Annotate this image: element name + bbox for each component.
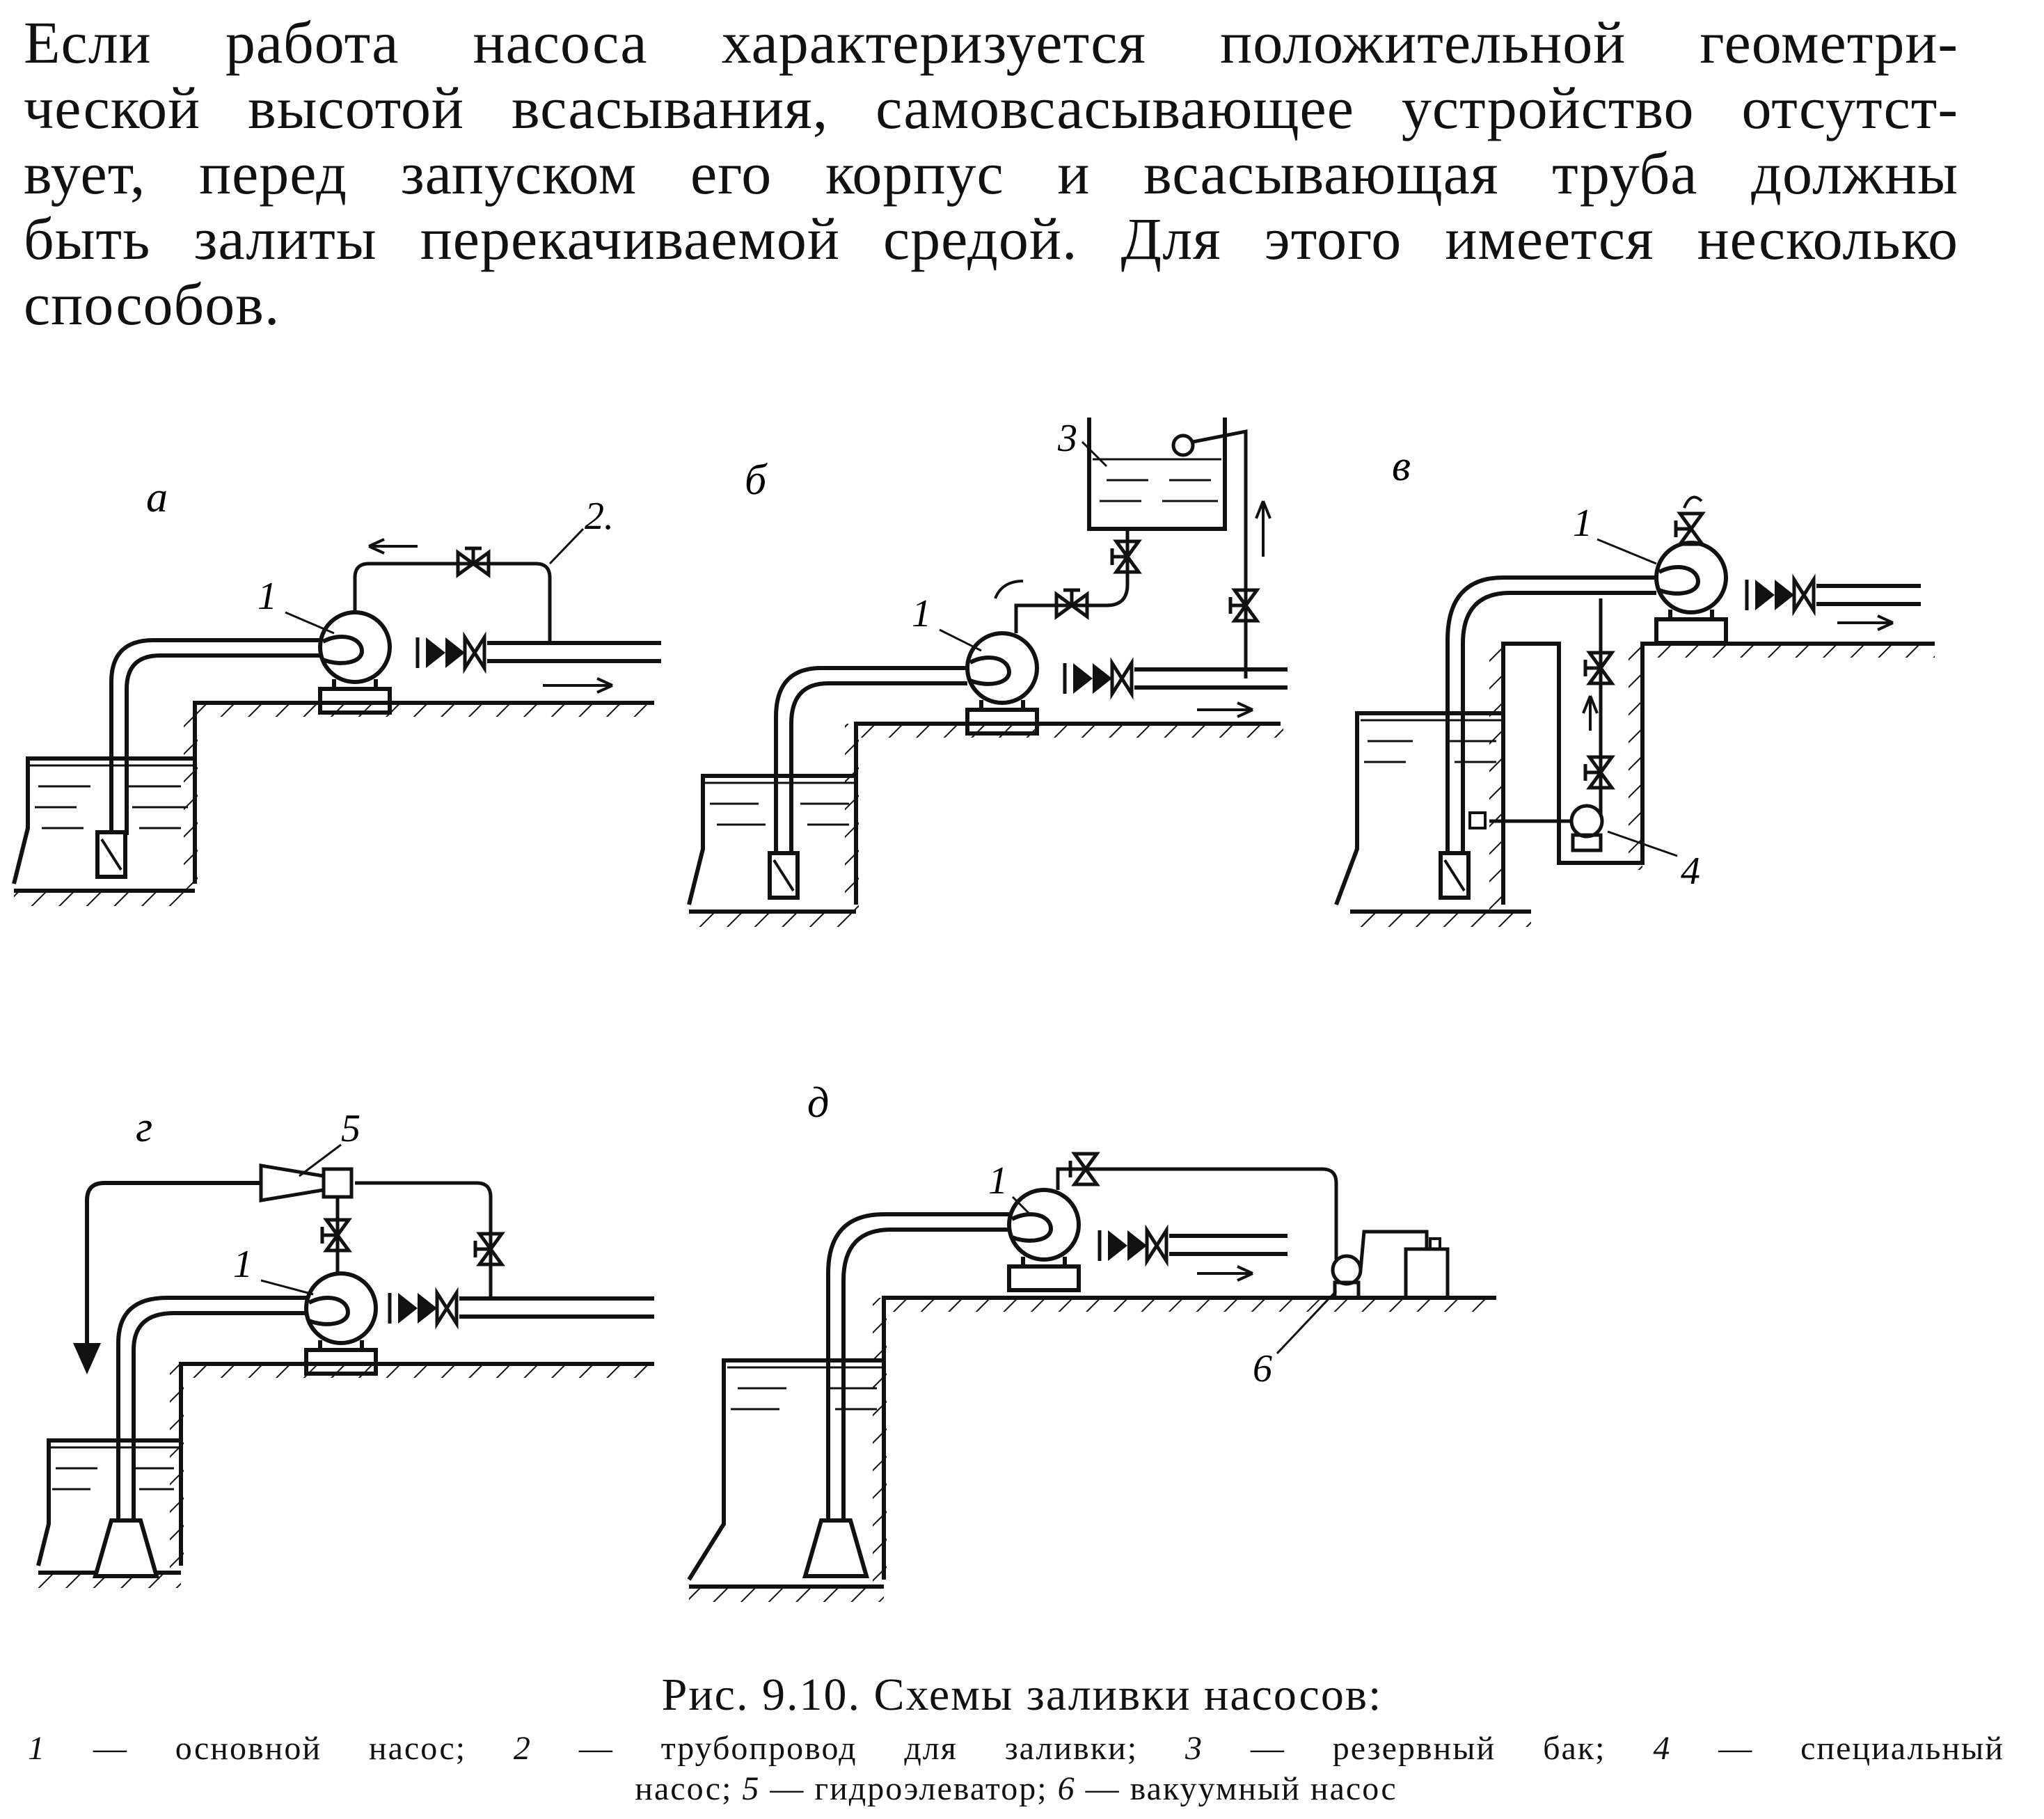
paragraph-line: быть залиты перекачиваемой средой. Для э… xyxy=(24,205,1958,272)
diagram-panel-d: д 1 6 xyxy=(687,1079,1496,1602)
legend-number: 4 xyxy=(1653,1730,1672,1767)
legend-number: 6 xyxy=(1057,1770,1076,1807)
callout-3: 3 xyxy=(1057,417,1077,460)
legend-number: 2 xyxy=(513,1730,532,1767)
paragraph-line: Если работа насоса характеризуется полож… xyxy=(24,9,1958,76)
legend-text: гидроэлеватор; xyxy=(814,1770,1048,1807)
paragraph-line: способов. xyxy=(24,271,280,337)
legend-text: специальный xyxy=(1800,1730,2004,1767)
callout-2: 2. xyxy=(585,495,614,538)
callout-1: 1 xyxy=(233,1243,253,1286)
legend-text: трубопровод для заливки; xyxy=(660,1730,1139,1767)
callout-4: 4 xyxy=(1681,850,1700,893)
paragraph-line: вует, перед запуском его корпус и всасыв… xyxy=(24,140,1958,207)
diagram-panel-v: в 1 4 xyxy=(1334,443,1935,927)
callout-1: 1 xyxy=(1573,502,1592,545)
callout-6: 6 xyxy=(1253,1347,1272,1390)
legend-text: основной насос; xyxy=(175,1730,467,1767)
figure-caption-legend: 1 — основной насос; 2 — трубопровод для … xyxy=(28,1729,2004,1809)
callout-1: 1 xyxy=(912,592,931,635)
panel-label: б xyxy=(745,456,768,504)
legend-number: 3 xyxy=(1185,1730,1203,1767)
panel-label: д xyxy=(807,1079,829,1127)
panel-label: г xyxy=(136,1104,152,1151)
legend-text: насос; xyxy=(635,1770,733,1807)
callout-1: 1 xyxy=(988,1159,1008,1202)
legend-text: резервный бак; xyxy=(1332,1730,1606,1767)
panel-label: а xyxy=(146,474,168,521)
diagram-panel-g: г 5 1 xyxy=(36,1104,654,1588)
panel-label: в xyxy=(1392,443,1411,490)
figure-caption-title: Рис. 9.10. Схемы заливки насосов: xyxy=(661,1669,1383,1720)
legend-text: вакуумный насос xyxy=(1130,1770,1397,1807)
diagram-panel-a: а 1 2. xyxy=(12,474,661,906)
legend-number: 1 xyxy=(28,1730,46,1767)
diagram-panel-b: б 3 1 xyxy=(687,417,1288,927)
legend-line-1: 1 — основной насос; 2 — трубопровод для … xyxy=(28,1730,2004,1767)
body-paragraph: Если работа насоса характеризуется полож… xyxy=(24,10,1958,337)
callout-1: 1 xyxy=(258,575,277,618)
paragraph-line: ческой высотой всасывания, самовсасывающ… xyxy=(24,74,1958,141)
callout-5: 5 xyxy=(341,1107,361,1150)
legend-number: 5 xyxy=(742,1770,761,1807)
legend-line-2: насос; 5 — гидроэлеватор; 6 — вакуумный … xyxy=(635,1770,1397,1807)
